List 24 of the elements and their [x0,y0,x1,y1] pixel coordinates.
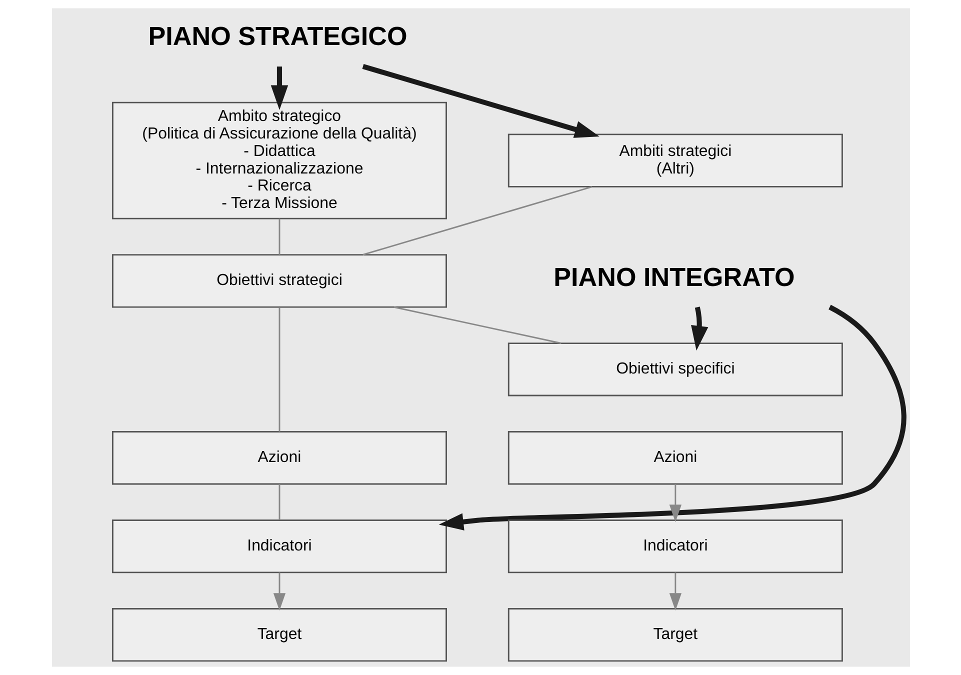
arrow [438,304,906,530]
connector [278,218,280,255]
node-box: Azioni [111,431,446,485]
arrow [270,66,288,110]
node-box: Target [507,608,842,662]
node-box: Obiettivi specifici [507,342,842,396]
arrow [690,306,708,351]
arrow [272,572,286,611]
connector [278,307,280,432]
connector [393,306,561,344]
arrow [668,484,682,522]
node-text: PIANO STRATEGICO [148,21,407,52]
arrow [668,572,682,611]
node-box: Indicatori [507,520,842,574]
arrow [362,64,599,138]
connector [278,484,280,520]
node-box: Indicatori [111,520,446,574]
node-box: Ambito strategico (Politica di Assicurazione della Qualità) - Didattica - Internazionalizzazione - Ricerca - Terza Missione [111,102,446,220]
node-box: Azioni [507,431,842,485]
connector [362,186,592,256]
node-box: Obiettivi strategici [111,254,446,308]
node-box: Ambiti strategici (Altri) [507,134,842,188]
node-text: PIANO INTEGRATO [553,262,794,292]
node-box: Target [111,608,446,662]
